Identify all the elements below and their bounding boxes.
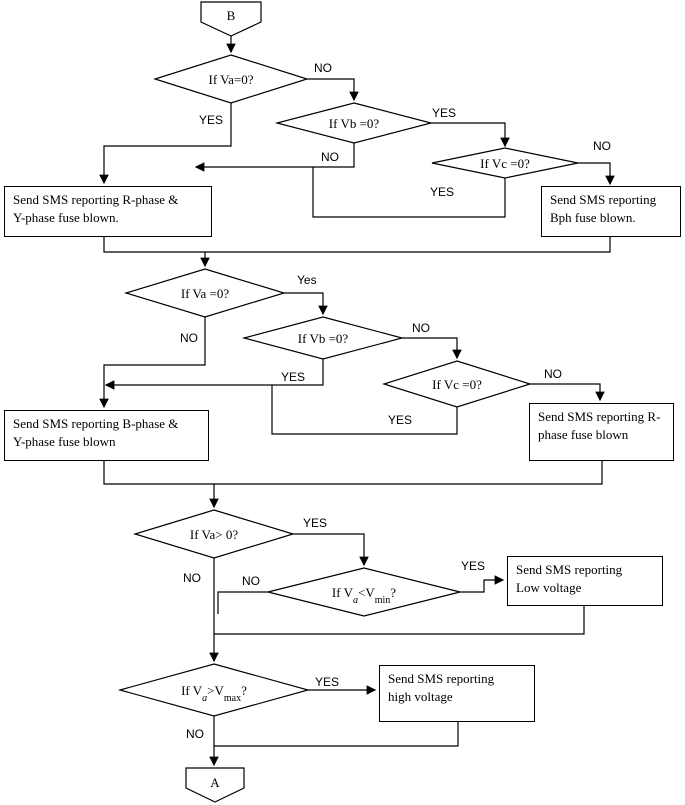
flow-line <box>104 359 324 390</box>
yes-label: YES <box>315 675 339 689</box>
no-label: NO <box>180 331 198 345</box>
sms-by-fuse-line2: Y-phase fuse blown <box>13 434 116 449</box>
no-label: NO <box>314 61 332 75</box>
end-connector-label: A <box>210 775 220 790</box>
decision-vc-zero-1-label: If Vc =0? <box>480 156 530 171</box>
sms-low-voltage-line2: Low voltage <box>516 580 582 595</box>
decision-va-positive-label: If Va> 0? <box>190 527 238 542</box>
yes-label: YES <box>281 370 305 384</box>
sms-high-voltage-line1: Send SMS reporting <box>388 671 495 686</box>
yes-label: YES <box>432 106 456 120</box>
yes-label: YES <box>388 413 412 427</box>
yes-label: YES <box>430 185 454 199</box>
sms-r-fuse-line2: phase fuse blown <box>538 427 629 442</box>
flow-line <box>431 122 510 148</box>
no-label: NO <box>242 574 260 588</box>
sms-ry-fuse-line2: Y-phase fuse blown. <box>13 210 119 225</box>
sms-r-fuse-box: Send SMS reporting R- phase fuse blown <box>529 403 674 461</box>
sms-low-voltage-line1: Send SMS reporting <box>516 562 623 577</box>
flow-line <box>99 317 206 409</box>
no-label: NO <box>544 367 562 381</box>
start-connector-shape <box>200 1 262 37</box>
no-label: NO <box>593 139 611 153</box>
start-connector-label: B <box>227 8 236 23</box>
decision-va-below-vmin <box>267 567 461 617</box>
sms-ry-fuse-box: Send SMS reporting R-phase & Y-phase fus… <box>4 186 212 237</box>
flow-line <box>578 162 615 186</box>
decision-va-zero-1-label: If Va=0? <box>209 72 254 87</box>
decision-va-zero-2-label: If Va =0? <box>181 286 229 301</box>
flow-line <box>307 78 359 102</box>
sms-b-fuse-line2: Bph fuse blown. <box>550 210 636 225</box>
sms-b-fuse-box: Send SMS reporting Bph fuse blown. <box>541 186 681 237</box>
end-connector-shape <box>185 767 245 803</box>
decision-vb-zero-2-label: If Vb =0? <box>298 331 349 346</box>
flow-line <box>284 292 328 316</box>
flow-line <box>312 167 506 218</box>
sms-by-fuse-line1: Send SMS reporting B-phase & <box>13 416 179 431</box>
sms-r-fuse-line1: Send SMS reporting R- <box>538 409 661 424</box>
yes-label: YES <box>303 516 327 530</box>
merge-line <box>103 237 611 253</box>
flow-line <box>194 143 355 172</box>
yes-label: YES <box>461 559 485 573</box>
decision-va-below-vmin-label: If Va<Vmin? <box>332 585 396 606</box>
no-label: NO <box>186 727 204 741</box>
no-label: NO <box>412 321 430 335</box>
decision-vc-zero-2-label: If Vc =0? <box>432 377 482 392</box>
no-label: NO <box>183 571 201 585</box>
decision-va-above-vmax-label: If Va>Vmax? <box>181 683 247 704</box>
flow-line <box>217 591 268 614</box>
sms-ry-fuse-line1: Send SMS reporting R-phase & <box>13 192 179 207</box>
decision-vb-zero-1-label: If Vb =0? <box>329 116 380 131</box>
sms-b-fuse-line1: Send SMS reporting <box>550 192 657 207</box>
merge-line <box>103 461 603 485</box>
sms-high-voltage-line2: high voltage <box>388 689 453 704</box>
flow-line <box>271 385 458 435</box>
no-label: NO <box>321 150 339 164</box>
merge-line <box>214 606 585 635</box>
yes-label: YES <box>199 113 223 127</box>
sms-low-voltage-box: Send SMS reporting Low voltage <box>507 556 663 606</box>
sms-by-fuse-box: Send SMS reporting B-phase & Y-phase fus… <box>4 410 209 461</box>
flow-line <box>530 383 605 402</box>
flow-line <box>402 337 462 360</box>
merge-line <box>214 722 459 747</box>
yes-mixed-label: Yes <box>297 273 317 287</box>
flow-line <box>99 103 232 185</box>
flow-line <box>460 575 505 593</box>
sms-high-voltage-box: Send SMS reporting high voltage <box>379 665 535 722</box>
flow-line <box>293 533 369 567</box>
